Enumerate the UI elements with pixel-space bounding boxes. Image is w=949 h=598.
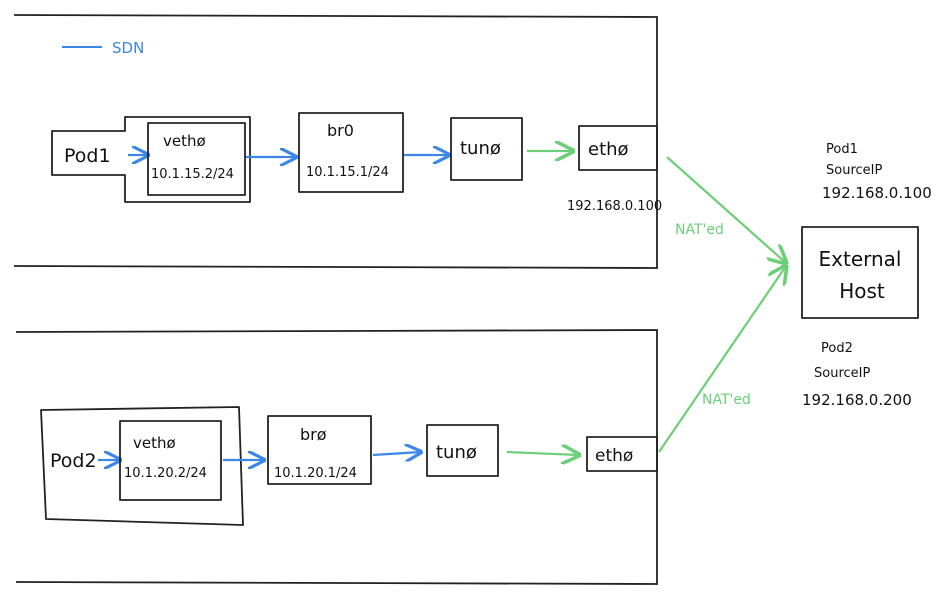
bottom-veth-box: vethø 10.1.20.2/24 <box>119 420 222 501</box>
bottom-bridge-name: brø <box>300 425 327 444</box>
bottom-bridge-ip: 10.1.20.1/24 <box>274 466 357 481</box>
pod2-note-line2: SourceIP <box>814 366 870 381</box>
external-host-box: External Host <box>801 226 919 319</box>
bottom-network-frame <box>15 329 658 585</box>
top-veth-box: vethø 10.1.15.2/24 <box>147 122 246 196</box>
pod1-label: Pod1 <box>64 145 111 167</box>
pod1-note-ip: 192.168.0.100 <box>822 184 932 202</box>
pod1-note-line2: SourceIP <box>826 163 882 178</box>
top-network-frame <box>13 14 658 269</box>
bottom-tun-to-eth-arrow <box>506 452 579 455</box>
bottom-veth-ip: 10.1.20.2/24 <box>124 466 207 481</box>
external-host-line2: Host <box>839 279 885 303</box>
pod1-note-title: Pod1 <box>826 142 858 157</box>
top-tun-name: tunø <box>460 138 501 159</box>
pod2-container: Pod2 <box>40 406 244 526</box>
pod1-note: Pod1 SourceIP 192.168.0.100 <box>822 142 932 202</box>
bottom-tun-name: tunø <box>436 442 477 463</box>
bottom-veth-name: vethø <box>133 434 176 452</box>
top-nat-label: NAT'ed <box>675 222 724 238</box>
top-bridge-name: br0 <box>327 121 354 140</box>
bottom-eth-name: ethø <box>595 446 633 466</box>
pod2-note-ip: 192.168.0.200 <box>802 391 912 409</box>
pod2-label: Pod2 <box>50 450 97 472</box>
legend-label: SDN <box>112 39 144 57</box>
top-bridge-box: br0 10.1.15.1/24 <box>298 112 404 193</box>
pod2-note: Pod2 SourceIP 192.168.0.200 <box>802 341 912 409</box>
top-eth-box: ethø <box>578 125 658 171</box>
bottom-nat-label: NAT'ed <box>702 392 751 408</box>
top-veth-ip: 10.1.15.2/24 <box>151 167 234 182</box>
top-veth-name: vethø <box>163 132 206 150</box>
legend: SDN <box>62 39 144 57</box>
pod2-note-title: Pod2 <box>821 341 853 356</box>
external-host-line1: External <box>819 247 902 271</box>
bottom-eth-box: ethø <box>586 436 658 472</box>
bottom-bridge-to-tun-arrow <box>372 452 421 455</box>
top-tun-box: tunø <box>450 117 523 181</box>
bottom-tun-box: tunø <box>426 424 499 477</box>
bottom-bridge-box: brø 10.1.20.1/24 <box>267 415 372 485</box>
top-bridge-ip: 10.1.15.1/24 <box>306 165 389 180</box>
top-nat-arrow <box>666 156 786 263</box>
top-eth-name: ethø <box>588 139 629 160</box>
pod1-container: Pod1 <box>51 116 251 203</box>
bottom-nat-arrow <box>658 266 786 453</box>
top-eth-ip: 192.168.0.100 <box>567 199 662 214</box>
